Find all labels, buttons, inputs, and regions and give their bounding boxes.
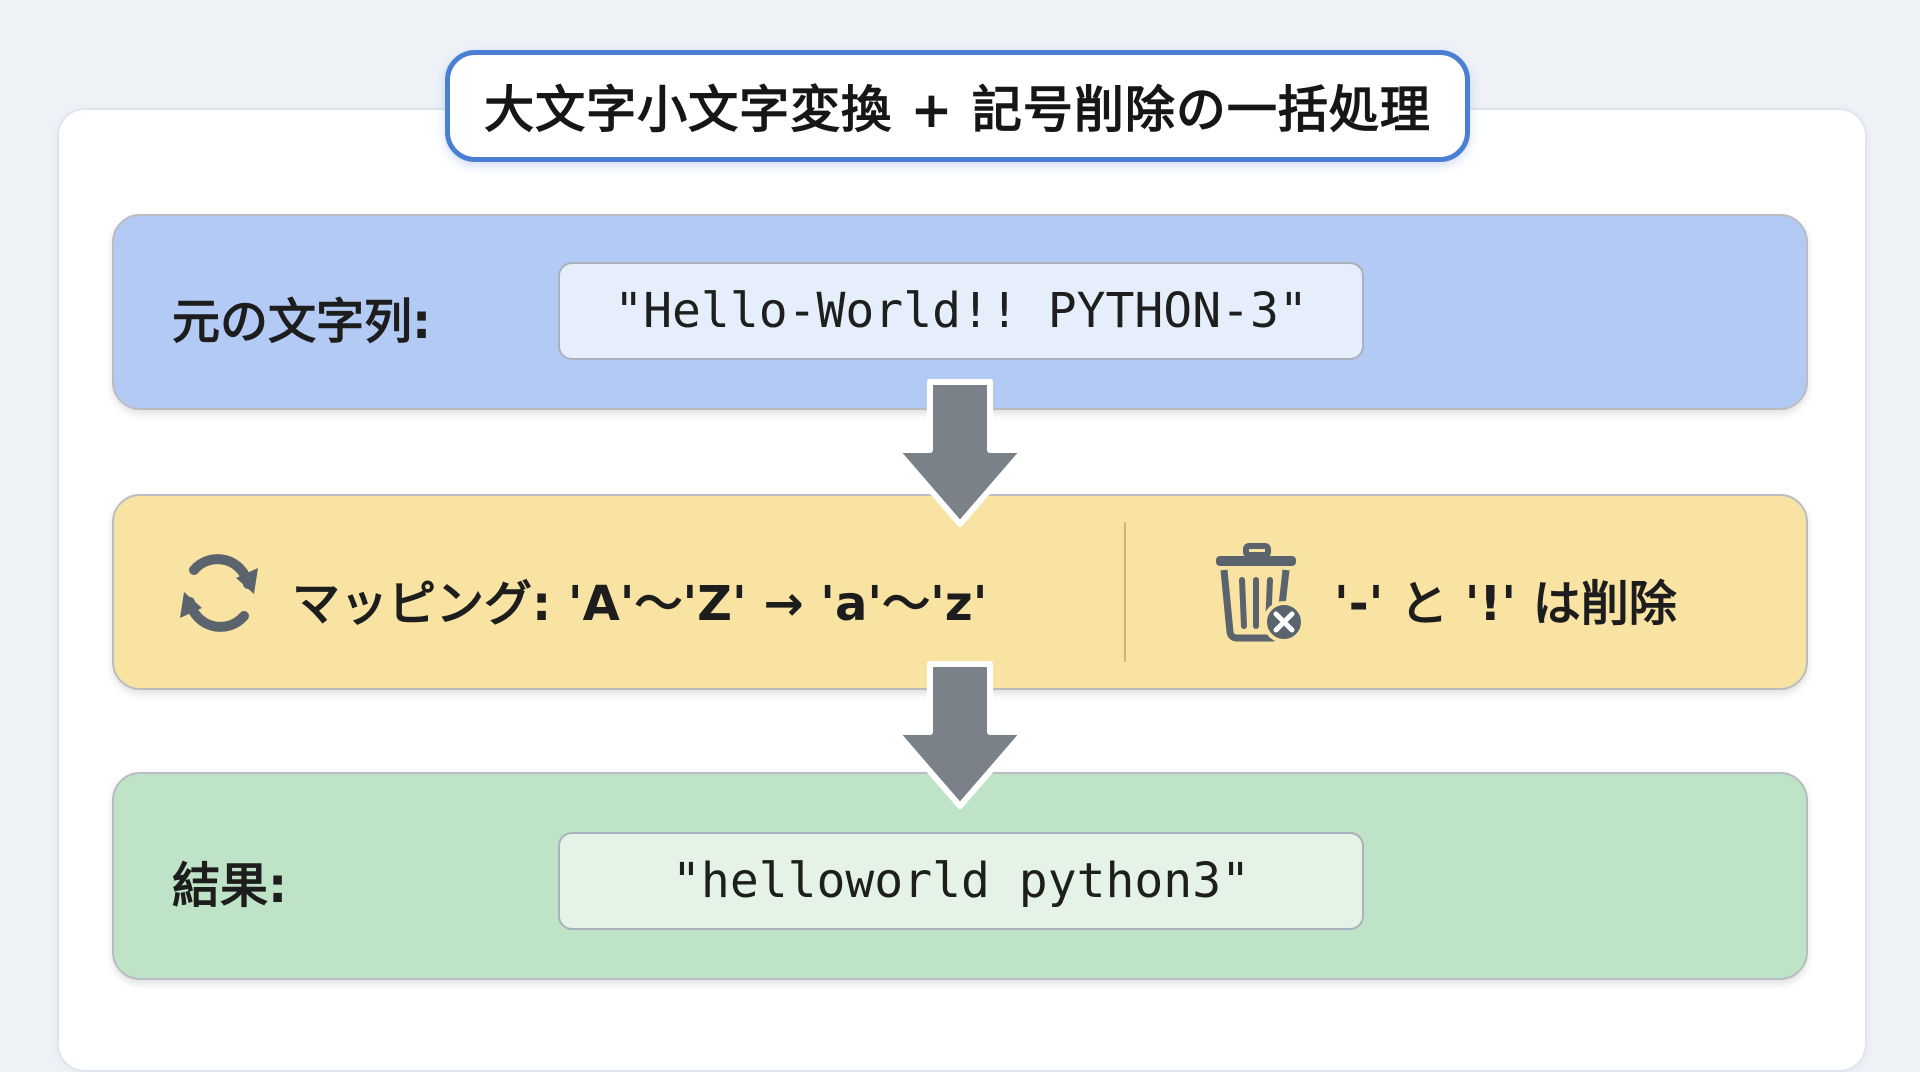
process-divider: [1124, 522, 1126, 662]
result-string-box: "helloworld python3": [558, 832, 1364, 930]
trash-delete-icon: [1216, 543, 1305, 643]
down-arrow-icon: [893, 379, 1027, 527]
input-string-box: "Hello-World!! PYTHON-3": [558, 262, 1364, 360]
mapping-rule-text: マッピング: 'A'〜'Z' → 'a'〜'z': [292, 576, 988, 632]
refresh-icon: [180, 554, 258, 632]
diagram-title: 大文字小文字変換 + 記号削除の一括処理: [445, 50, 1470, 162]
input-row: 元の文字列: "Hello-World!! PYTHON-3": [112, 214, 1808, 410]
down-arrow-icon: [893, 661, 1027, 809]
result-label: 結果:: [172, 858, 288, 914]
delete-rule-text: '-' と '!' は削除: [1334, 576, 1677, 632]
result-row: 結果: "helloworld python3": [112, 772, 1808, 980]
input-label: 元の文字列:: [172, 294, 432, 350]
